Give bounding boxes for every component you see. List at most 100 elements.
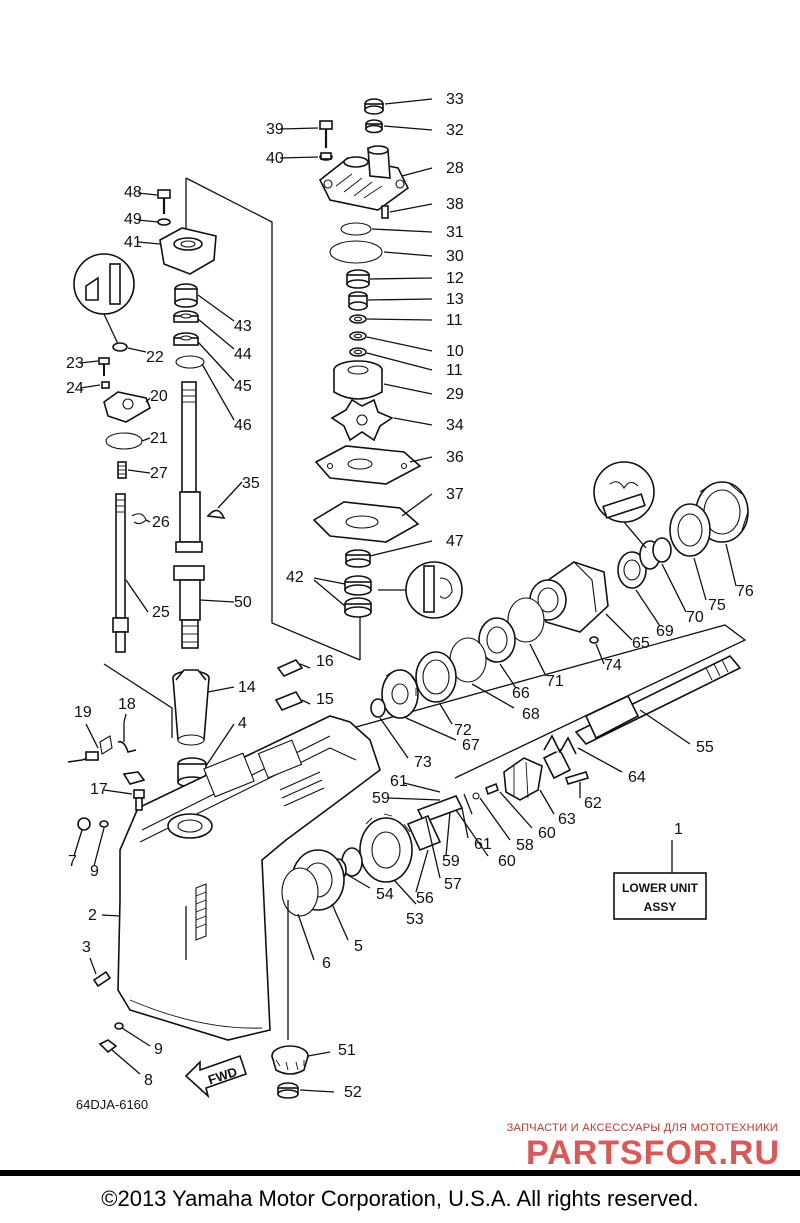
leader-line-53 [393,879,417,905]
leader-line-73 [379,717,409,759]
leader-line-55 [639,709,691,745]
leader-line-12 [369,277,433,280]
leader-line-75 [693,557,707,601]
leader-line-59a [387,797,441,801]
callout-46: 46 [234,417,252,434]
watermark-brand: PARTSFOR.RU [526,1134,780,1172]
leader-line-38 [389,203,433,213]
leader-line-51 [307,1051,331,1057]
leader-line-70 [661,563,687,613]
callout-7: 7 [68,853,77,870]
leader-line-66 [499,663,517,689]
leader-line-24 [79,384,101,389]
callout-76: 76 [736,583,754,600]
leader-line-60a [499,791,533,829]
leader-line-18 [123,713,127,723]
callout-53: 53 [406,911,424,928]
leader-line-37 [401,493,433,517]
callout-60a: 60 [538,825,556,842]
callout-44: 44 [234,346,252,363]
leader-line-9a [93,827,105,867]
leader-line-59b [445,811,451,857]
leader-line-68 [471,683,515,709]
leader-line-32 [383,125,433,131]
callout-74: 74 [604,657,622,674]
leader-line-42 [313,577,346,585]
leader-line-60b [455,809,489,857]
callout-61a: 61 [390,773,408,790]
leader-line-65 [605,613,633,641]
callout-59a: 59 [372,790,390,807]
callout-38: 38 [446,196,464,213]
leader-line-20 [145,397,151,403]
leader-line-52 [299,1089,335,1093]
callout-61b: 61 [474,836,492,853]
leader-line-39 [279,127,319,130]
leader-line-42-lower [313,579,346,607]
callout-13: 13 [446,291,464,308]
leader-line-3 [89,957,97,975]
callout-10: 10 [446,343,464,360]
callout-36: 36 [446,449,464,466]
callout-59b: 59 [442,853,460,870]
lower-unit-assy-box: LOWER UNIT ASSY [613,842,707,920]
callout-73: 73 [414,754,432,771]
callout-19: 19 [74,704,92,721]
callout-56: 56 [416,890,434,907]
leader-line-67 [405,717,457,741]
callout-34: 34 [446,417,464,434]
callout-8: 8 [144,1072,153,1089]
callout-22: 22 [146,349,164,366]
callout-5: 5 [354,938,363,955]
leader-line-64 [577,747,623,773]
callout-68: 68 [522,706,540,723]
callout-54: 54 [376,886,394,903]
callout-27: 27 [150,465,168,482]
leader-line-27 [127,469,151,474]
leader-line-69 [635,589,661,627]
callout-75: 75 [708,597,726,614]
callout-29: 29 [446,386,464,403]
callout-60b: 60 [498,853,516,870]
leader-line-30 [383,251,433,257]
leader-line-14 [207,686,235,693]
callout-6: 6 [322,955,331,972]
callout-14: 14 [238,679,256,696]
callout-45: 45 [234,378,252,395]
callout-48: 48 [124,184,142,201]
assembly-label-line2: ASSY [644,900,677,914]
leader-line-28 [401,167,433,177]
leader-line-56 [415,849,429,893]
leader-line-31 [371,228,433,233]
lower-case-housing [67,715,381,1054]
leader-line-26 [145,519,151,523]
callout-15: 15 [316,691,334,708]
leader-line-47 [369,540,433,557]
callout-26: 26 [152,514,170,531]
callout-12: 12 [446,270,464,287]
leader-lines [73,98,737,1093]
leader-line-43 [197,294,235,322]
leader-line-17 [103,789,133,795]
leader-line-44 [197,318,235,350]
leader-line-8 [111,1049,141,1075]
callout-30: 30 [446,248,464,265]
propeller-shaft-assembly [271,461,749,1099]
water-pump-parts [312,98,422,618]
leader-line-58 [479,797,511,841]
callout-4: 4 [238,715,247,732]
leader-line-40 [279,156,319,159]
leader-line-33 [384,98,433,105]
callout-31: 31 [446,224,464,241]
leader-line-49 [137,219,159,223]
callout-50: 50 [234,594,252,611]
leader-line-48 [137,192,158,196]
callout-20: 20 [150,388,168,405]
leader-line-9b [121,1027,151,1047]
callout-16: 16 [316,653,334,670]
assembly-label-line1: LOWER UNIT [622,881,699,895]
callout-67: 67 [462,737,480,754]
leader-line-54 [345,873,371,889]
leader-line-41 [137,241,161,245]
leader-line-19 [85,723,99,749]
